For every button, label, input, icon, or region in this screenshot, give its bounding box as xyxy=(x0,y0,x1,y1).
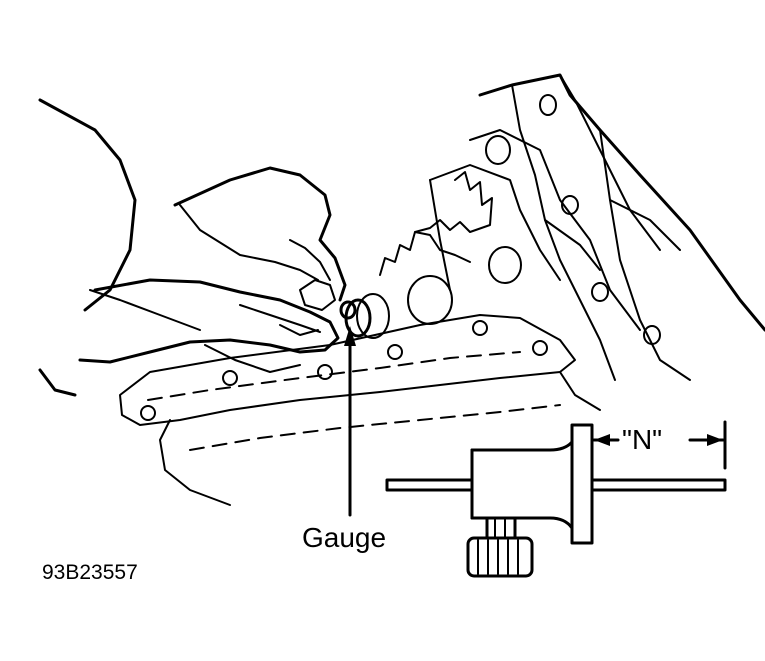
hands xyxy=(38,98,390,397)
gauge-label: Gauge xyxy=(302,522,387,553)
oil-pan xyxy=(119,314,601,506)
figure-id: 93B23557 xyxy=(42,561,138,584)
transmission-case xyxy=(379,73,765,381)
dimension-n-label: "N" xyxy=(622,424,663,455)
gauge-detail xyxy=(385,420,727,578)
gauge-pointer-arrow xyxy=(344,326,356,517)
